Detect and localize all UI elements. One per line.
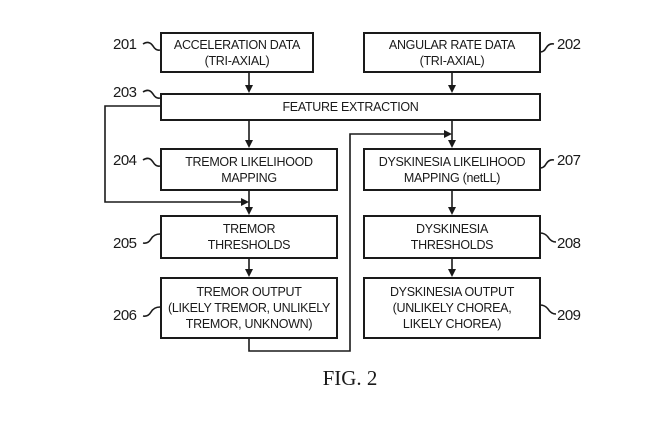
arrowhead-203-to-204: [245, 140, 253, 148]
ref-203: 203: [113, 84, 137, 101]
box-208-line1: DYSKINESIA: [415, 222, 489, 236]
box-207-line2: MAPPING (netLL): [403, 170, 501, 185]
box-206-line1: TREMOR OUTPUT: [196, 285, 302, 299]
box-tremor-thresholds: TREMOR THRESHOLDS: [160, 215, 338, 259]
ref-208: 208: [557, 235, 581, 252]
box-202-line2: (TRI-AXIAL): [419, 53, 485, 68]
box-206-line2: (LIKELY TREMOR, UNLIKELY: [167, 301, 331, 315]
box-feature-extraction: FEATURE EXTRACTION: [160, 93, 541, 121]
box-209-line1: DYSKINESIA OUTPUT: [389, 285, 515, 299]
box-dyskinesia-thresholds: DYSKINESIA THRESHOLDS: [363, 215, 541, 259]
ref-204: 204: [113, 152, 137, 169]
box-205-line2: THRESHOLDS: [207, 238, 291, 252]
leader-207: [539, 159, 555, 169]
box-dyskinesia-output: DYSKINESIA OUTPUT (UNLIKELY CHOREA, LIKE…: [363, 277, 541, 339]
box-tremor-output: TREMOR OUTPUT (LIKELY TREMOR, UNLIKELY T…: [160, 277, 338, 339]
box-209-line3: LIKELY CHOREA): [402, 317, 502, 331]
leader-204: [142, 157, 161, 167]
box-acceleration-data: ACCELERATION DATA (TRI-AXIAL): [160, 32, 314, 73]
arrowhead-loop-203-to-205: [241, 198, 249, 206]
box-204-line2: MAPPING: [221, 170, 277, 185]
box-205-line1: TREMOR: [222, 222, 276, 236]
loop-203-to-205: [104, 105, 242, 203]
ref-202: 202: [557, 36, 581, 53]
box-201-line2: (TRI-AXIAL): [204, 53, 270, 68]
box-tremor-likelihood-mapping: TREMOR LIKELIHOOD MAPPING: [160, 148, 338, 191]
figure-label: FIG. 2: [322, 366, 378, 390]
ref-205: 205: [113, 235, 137, 252]
leader-206: [142, 306, 161, 317]
box-203-line1: FEATURE EXTRACTION: [282, 100, 419, 114]
box-208-line2: THRESHOLDS: [410, 238, 494, 252]
leader-208: [539, 232, 557, 243]
box-201-line1: ACCELERATION DATA: [173, 37, 301, 52]
loop-206-to-207: [248, 133, 445, 352]
leader-209: [539, 304, 557, 315]
box-209-line2: (UNLIKELY CHOREA,: [392, 301, 512, 315]
ref-207: 207: [557, 152, 581, 169]
arrowhead-loop-206-to-207: [444, 130, 452, 138]
box-204-line1: TREMOR LIKELIHOOD: [185, 154, 313, 169]
arrowhead-205-to-206: [245, 269, 253, 277]
arrowhead-202-to-203: [448, 85, 456, 93]
ref-206: 206: [113, 307, 137, 324]
arrowhead-201-to-203: [245, 85, 253, 93]
leader-202: [539, 43, 555, 53]
arrowhead-203-to-207: [448, 140, 456, 148]
ref-209: 209: [557, 307, 581, 324]
box-angular-rate-data: ANGULAR RATE DATA (TRI-AXIAL): [363, 32, 541, 73]
leader-201: [142, 41, 161, 51]
box-207-line1: DYSKINESIA LIKELIHOOD: [378, 154, 526, 169]
arrowhead-208-to-209: [448, 269, 456, 277]
arrowhead-207-to-208: [448, 207, 456, 215]
leader-205: [142, 233, 161, 244]
leader-203: [142, 89, 161, 99]
arrowhead-204-to-205: [245, 207, 253, 215]
ref-201: 201: [113, 36, 137, 53]
box-dyskinesia-likelihood-mapping: DYSKINESIA LIKELIHOOD MAPPING (netLL): [363, 148, 541, 191]
box-202-line1: ANGULAR RATE DATA: [388, 37, 516, 52]
box-206-line3: TREMOR, UNKNOWN): [185, 317, 313, 331]
